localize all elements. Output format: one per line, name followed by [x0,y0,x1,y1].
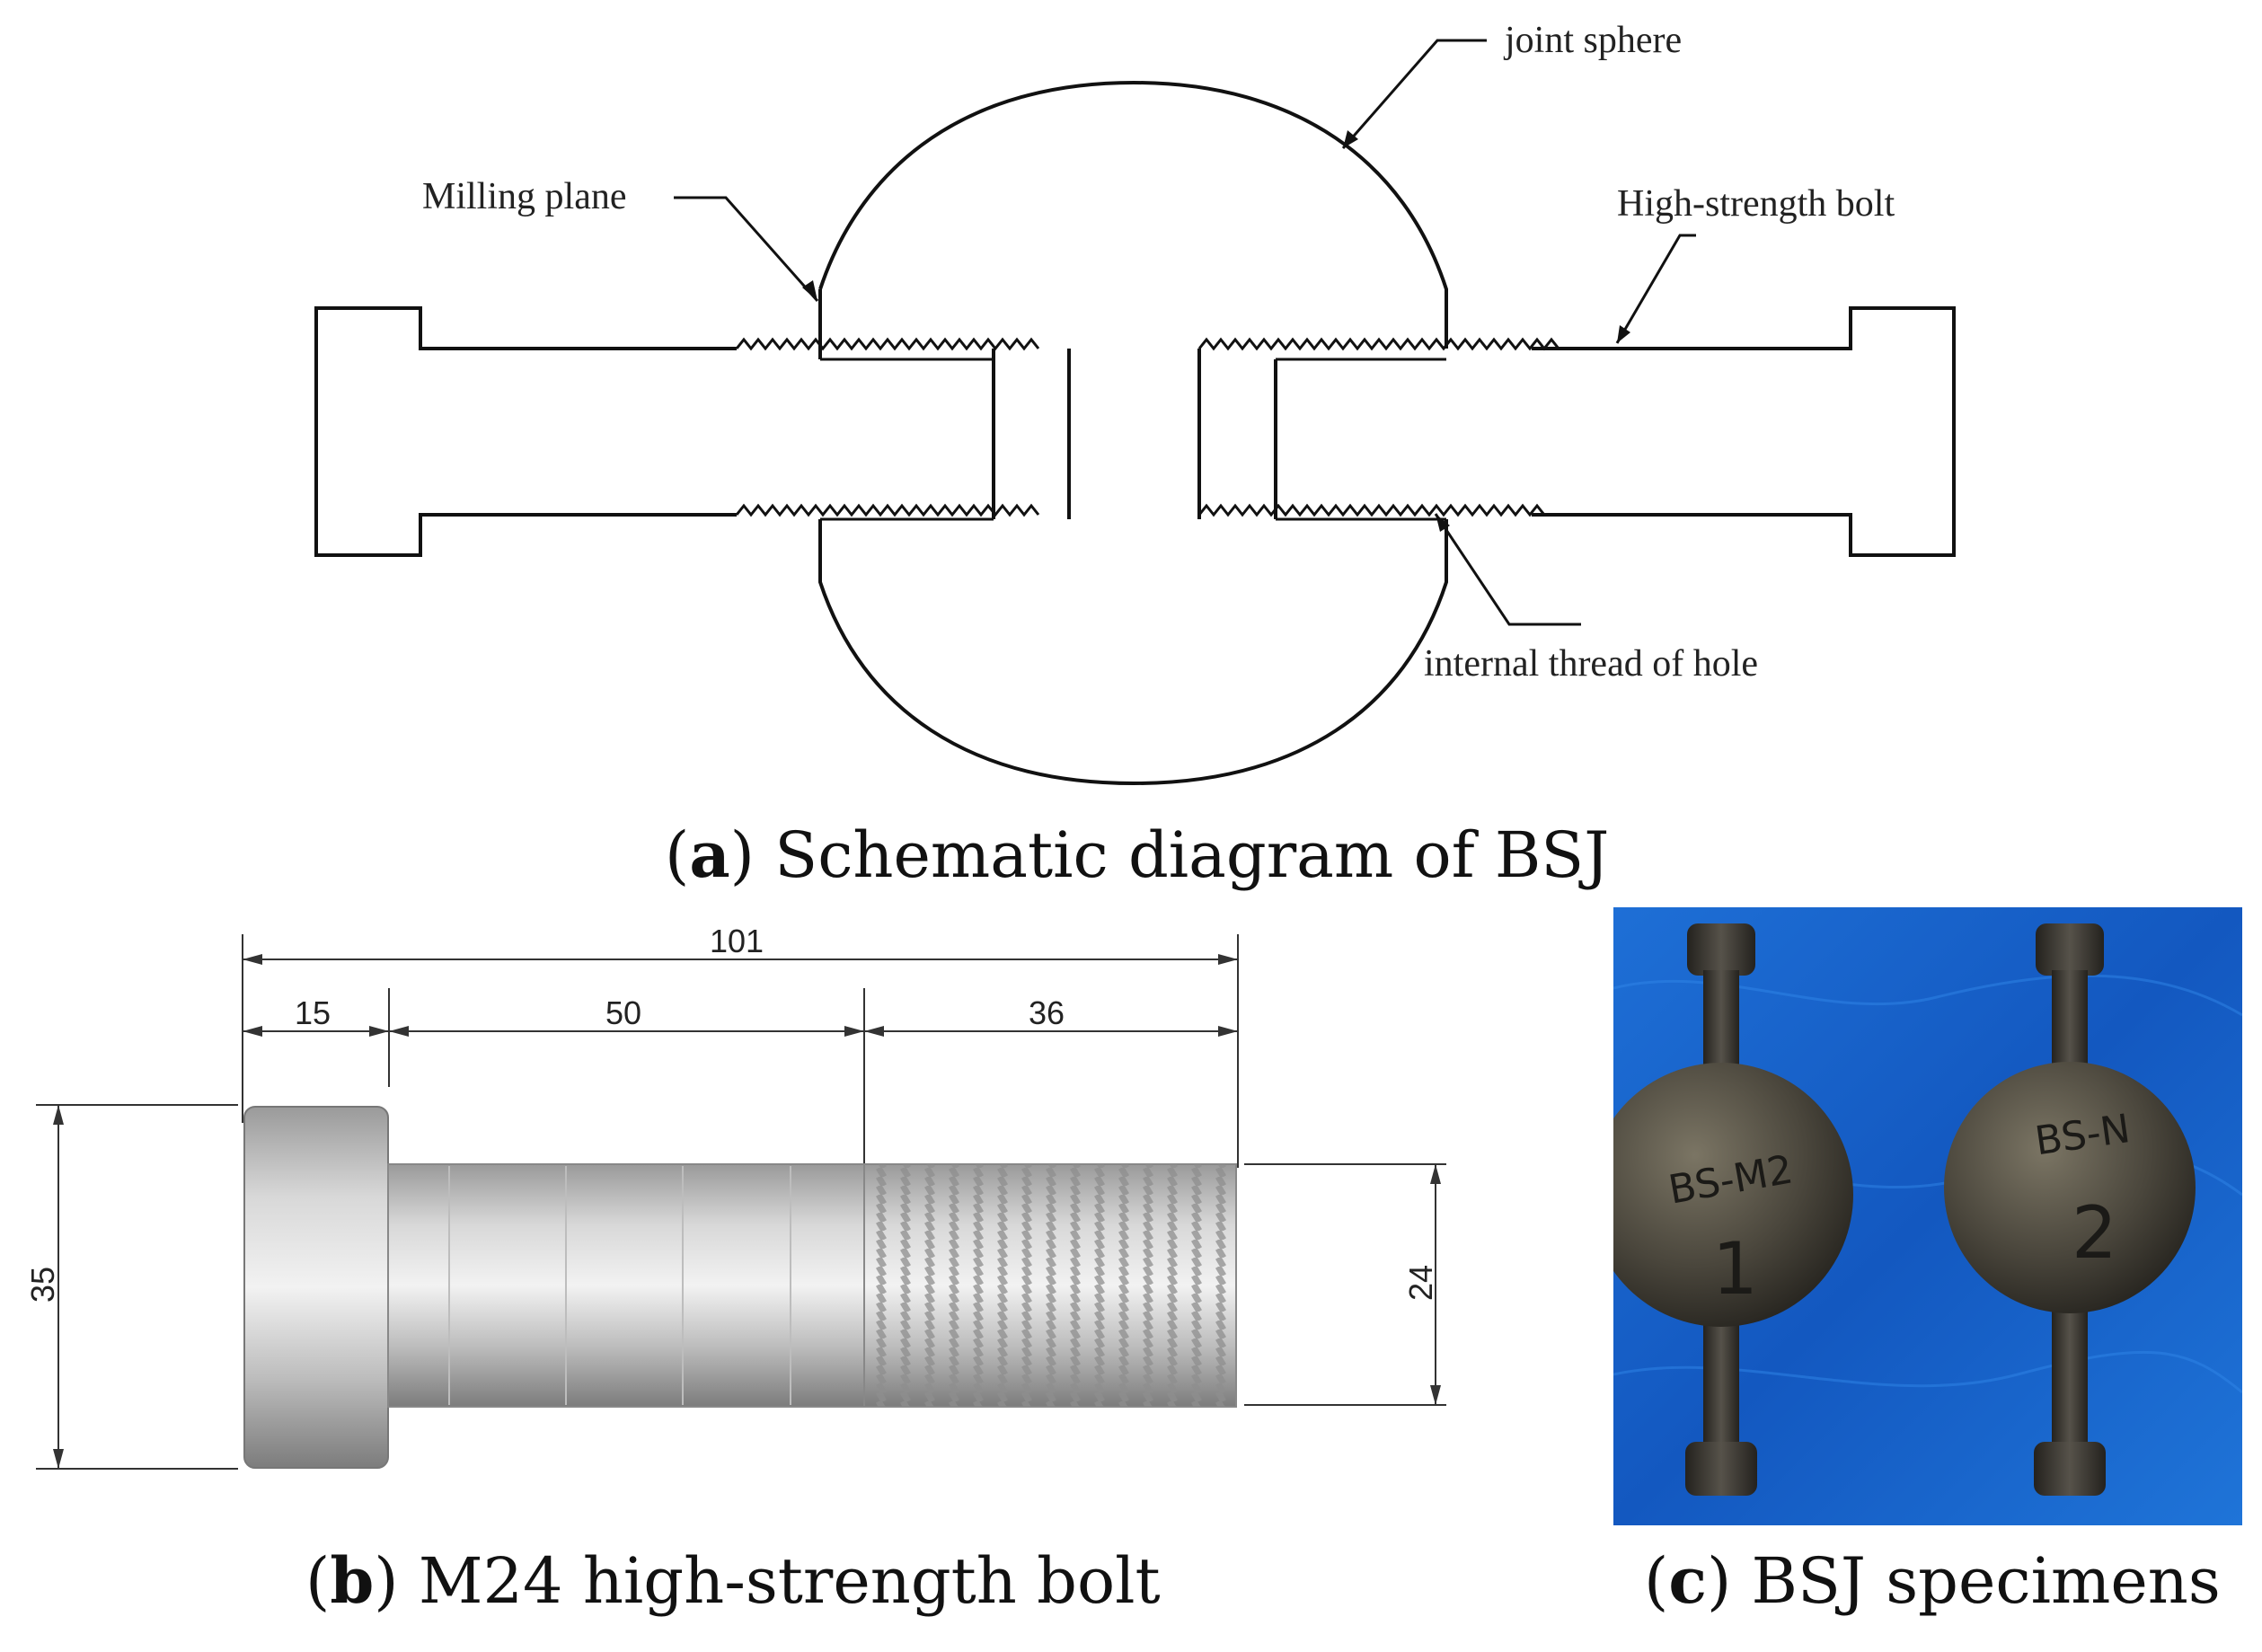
specimen-2-number: 2 [2072,1191,2117,1275]
arrow-joint-sphere [1343,130,1358,148]
right-thread-top [1197,337,1560,351]
dim-total: 101 [710,923,764,959]
panel-b-bolt-drawing: 101 15 50 36 35 24 [0,907,1527,1536]
right-bolt-end [1197,349,1277,519]
dim-bolt-dia: 24 [1402,1265,1439,1301]
leader-high-strength-bolt [1615,234,1696,344]
sphere-web [1067,349,1201,519]
right-hole-line [1276,358,1446,521]
bolt-shank [387,1163,867,1408]
dim-head-dia: 35 [24,1267,61,1303]
leader-internal-thread [1434,513,1581,626]
arrow-internal-thread [1436,514,1450,532]
label-milling-plane: Milling plane [422,176,626,217]
left-bolt-end [992,349,1071,519]
left-hole-line [820,358,994,521]
caption-c: (c) BSJ specimens [1644,1543,2221,1618]
specimen-1-number: 1 [1712,1227,1758,1311]
arrow-milling-plane [802,280,817,301]
label-internal-thread: internal thread of hole [1424,643,1758,685]
left-thread-bottom [735,503,1040,517]
dim-shank: 50 [605,994,641,1031]
caption-b: (b) M24 high-strength bolt [305,1543,1161,1618]
bolt-head [243,1106,389,1469]
left-bolt-outline [314,306,737,557]
panel-a-schematic: joint sphere Milling plane High-strength… [314,20,1956,786]
bsj-specimens-photo: BS-M2 1 BS-N 2 [1613,907,2242,1525]
bolt-thread-pattern [864,1164,1236,1407]
joint-sphere-upper [818,80,1448,349]
right-thread-bottom [1197,503,1546,517]
bsj-schematic-diagram: joint sphere Milling plane High-strength… [314,20,1956,786]
specimen-1: BS-M2 1 [1613,923,1853,1496]
leader-joint-sphere [1341,39,1487,149]
dim-head: 15 [295,994,331,1031]
leader-milling-plane [674,196,819,302]
specimen-2: BS-N 2 [1944,923,2196,1496]
right-bolt-outline [1532,306,1956,557]
caption-a: (a) Schematic diagram of BSJ [665,817,1610,892]
panel-c-photo: BS-M2 1 BS-N 2 [1613,907,2242,1525]
m24-bolt-drawing: 101 15 50 36 35 24 [24,923,1446,1470]
dim-thread: 36 [1029,994,1065,1031]
label-joint-sphere: joint sphere [1503,20,1682,61]
label-high-strength-bolt: High-strength bolt [1617,183,1895,225]
left-thread-top [735,337,1040,351]
arrow-high-strength-bolt [1617,325,1630,343]
joint-sphere-lower [818,519,1448,786]
